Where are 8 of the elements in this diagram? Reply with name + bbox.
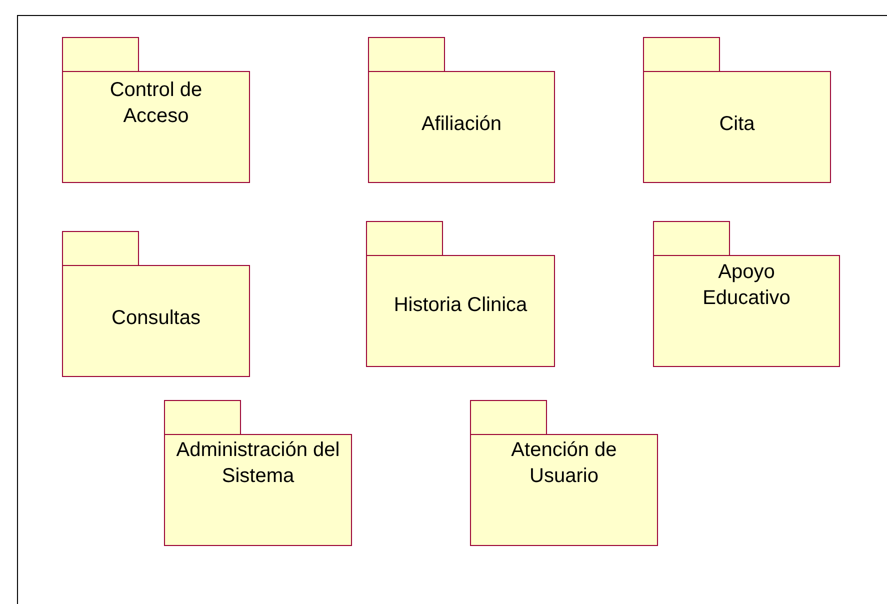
package-name: Consultas xyxy=(110,306,202,331)
package-name: Historia Clinica xyxy=(392,293,528,318)
package-name: Control de Acceso xyxy=(108,78,204,129)
package-name: Afiliación xyxy=(420,112,503,137)
package-name: Atención de Usuario xyxy=(510,438,618,489)
package-name: Apoyo Educativo xyxy=(702,260,792,311)
package-name: Cita xyxy=(718,112,756,137)
package-name: Administración del Sistema xyxy=(175,438,341,489)
